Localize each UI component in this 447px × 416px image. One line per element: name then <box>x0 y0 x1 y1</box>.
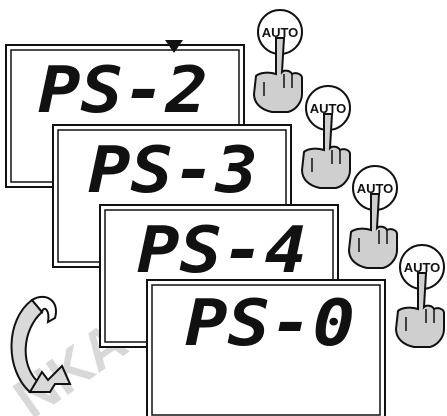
display-4-text: PS-0 <box>185 287 355 361</box>
display-2-text: PS-3 <box>88 134 258 208</box>
display-panel-4: PS-0 <box>147 280 385 416</box>
auto-press-2: AUTO <box>302 86 350 188</box>
display-1-text: PS-2 <box>38 54 208 128</box>
auto-press-1: AUTO <box>254 10 302 112</box>
auto-press-4: AUTO <box>396 245 444 347</box>
display-3-text: PS-4 <box>137 214 307 288</box>
auto-press-3: AUTO <box>349 166 397 268</box>
